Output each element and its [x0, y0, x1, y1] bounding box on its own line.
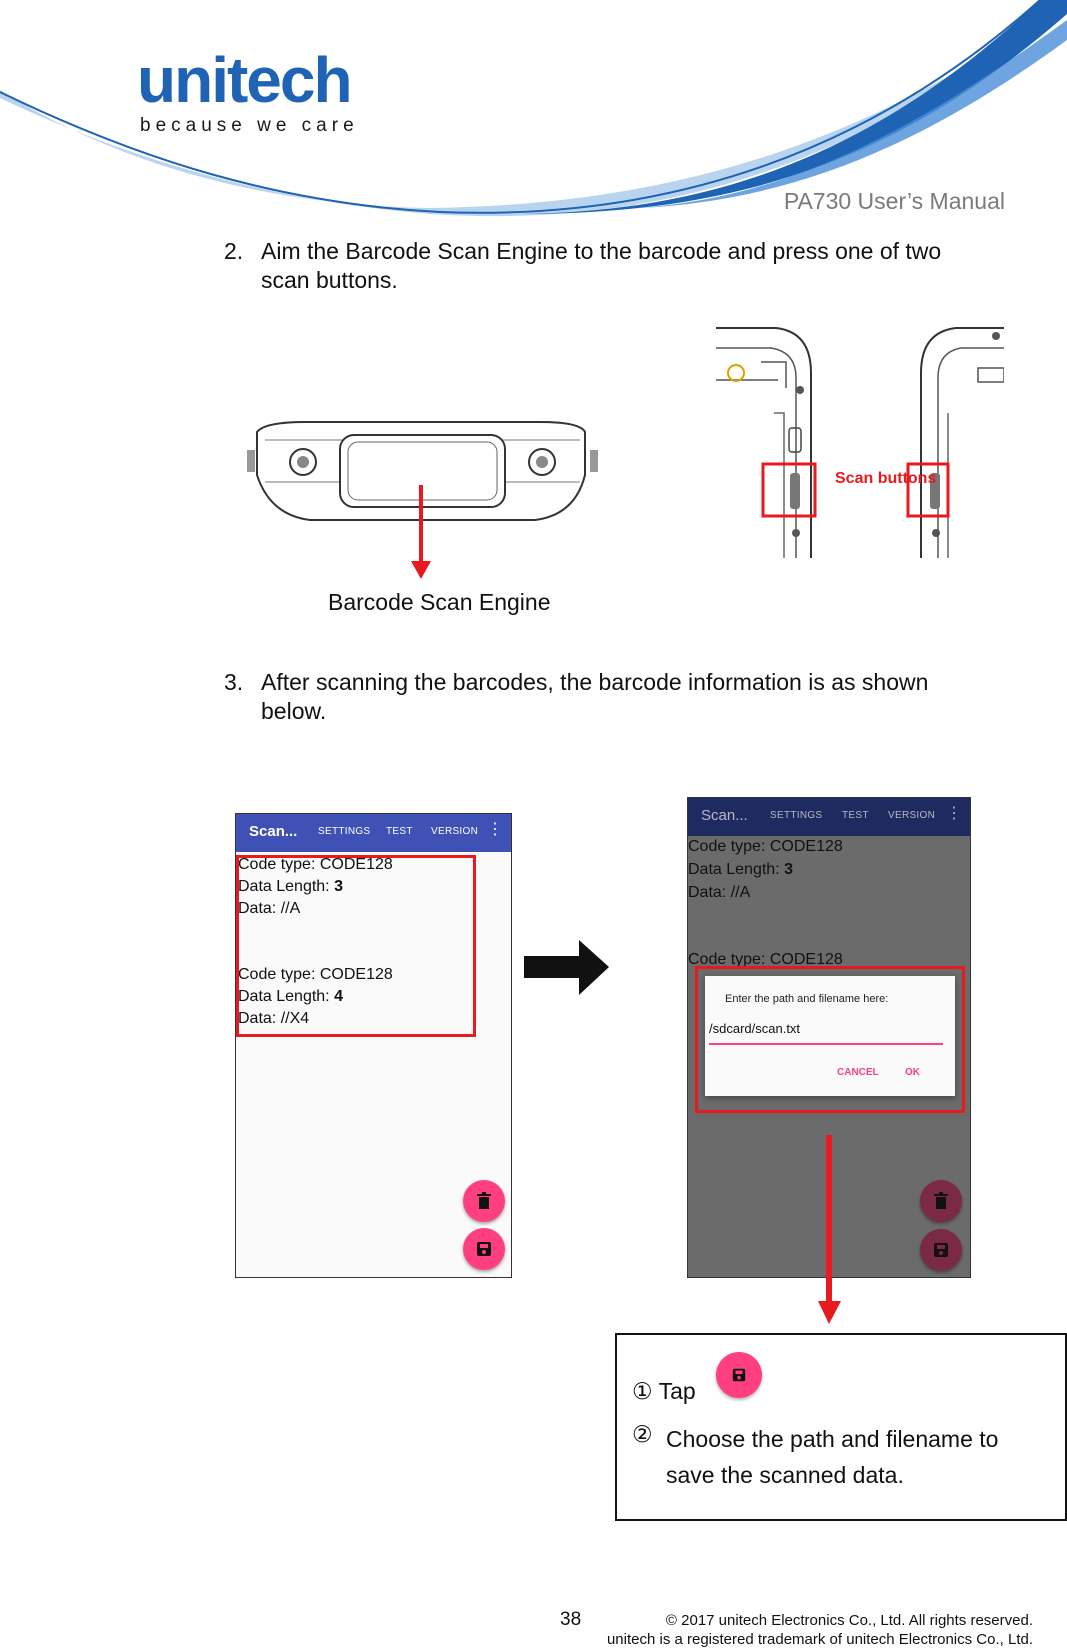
save-icon: [732, 1368, 746, 1382]
cancel-button[interactable]: CANCEL: [837, 1067, 879, 1078]
delete-button[interactable]: [920, 1180, 962, 1222]
engine-caption: Barcode Scan Engine: [328, 589, 551, 615]
result-1-code-type: Code type: CODE128: [688, 838, 843, 855]
instruction-note-box: ① Tap ② Choose the path and filename to …: [615, 1333, 1067, 1521]
menu-version[interactable]: VERSION: [888, 810, 936, 821]
save-button[interactable]: [920, 1229, 962, 1271]
dialog-highlight-box: [695, 966, 965, 1113]
device-side-view-illustration: [716, 327, 1004, 558]
manual-title: PA730 User’s Manual: [783, 188, 1005, 214]
logo-tagline: because we care: [140, 115, 359, 136]
result-2-length: Data Length: 4: [238, 988, 343, 1005]
note-text: Tap: [658, 1378, 696, 1404]
device-top-view-illustration: [247, 421, 598, 521]
note-item-1: ① Tap: [632, 1378, 696, 1405]
path-input[interactable]: /sdcard/scan.txt: [709, 1021, 943, 1045]
result-2-code-type: Code type: CODE128: [238, 966, 393, 983]
result-2-code-type: Code type: CODE128: [688, 951, 843, 968]
note-item-2: Choose the path and filename to save the…: [666, 1426, 999, 1488]
ok-button[interactable]: OK: [905, 1067, 920, 1078]
step-2: 2. Aim the Barcode Scan Engine to the ba…: [224, 237, 1024, 297]
menu-test[interactable]: TEST: [842, 810, 869, 821]
header-swoosh: [0, 0, 1067, 217]
result-1-data: Data: //A: [688, 884, 751, 901]
menu-test[interactable]: TEST: [386, 826, 413, 837]
step-text: After scanning the barcodes, the barcode…: [261, 669, 929, 724]
app-bar: Scan... SETTINGS TEST VERSION ⋮: [236, 814, 511, 852]
step-number: 2.: [224, 238, 244, 264]
scan-app-screen-results: Scan... SETTINGS TEST VERSION ⋮ Code typ…: [235, 813, 512, 1278]
page-number: 38: [560, 1609, 582, 1630]
logo-wordmark: unitech: [137, 44, 353, 116]
result-1-data: Data: //A: [238, 900, 301, 917]
step-text: Aim the Barcode Scan Engine to the barco…: [261, 238, 942, 293]
app-bar: Scan... SETTINGS TEST VERSION ⋮: [688, 798, 970, 836]
menu-settings[interactable]: SETTINGS: [318, 826, 371, 837]
trash-icon: [477, 1192, 491, 1209]
trash-icon: [934, 1192, 948, 1209]
trademark-text: unitech is a registered trademark of uni…: [606, 1631, 1033, 1648]
save-button-icon: [716, 1352, 762, 1398]
result-2-data: Data: //X4: [238, 1010, 310, 1027]
note-marker: ①: [632, 1378, 653, 1404]
save-icon: [934, 1243, 948, 1257]
dialog-prompt: Enter the path and filename here:: [725, 993, 889, 1005]
app-title: Scan...: [701, 807, 748, 824]
result-1-code-type: Code type: CODE128: [238, 856, 393, 873]
arrow-right-icon: [524, 940, 609, 995]
copyright-text: © 2017 unitech Electronics Co., Ltd. All…: [665, 1612, 1033, 1629]
step-3: 3. After scanning the barcodes, the barc…: [224, 668, 1024, 728]
menu-settings[interactable]: SETTINGS: [770, 810, 823, 821]
save-dialog: Enter the path and filename here: /sdcar…: [705, 976, 955, 1096]
delete-button[interactable]: [463, 1180, 505, 1222]
overflow-menu-icon[interactable]: ⋮: [487, 821, 503, 838]
menu-version[interactable]: VERSION: [431, 826, 479, 837]
scan-app-screen-save-dialog: Scan... SETTINGS TEST VERSION ⋮ Code typ…: [687, 797, 971, 1278]
save-icon: [477, 1242, 491, 1256]
result-1-length: Data Length: 3: [688, 861, 793, 878]
overflow-menu-icon[interactable]: ⋮: [946, 805, 962, 822]
app-title: Scan...: [249, 823, 298, 840]
step-number: 3.: [224, 669, 244, 695]
scan-buttons-label: Scan buttons: [835, 470, 937, 487]
red-arrow-down-icon: [818, 1135, 841, 1324]
result-1-length: Data Length: 3: [238, 878, 343, 895]
red-arrow-down-icon: [411, 485, 431, 579]
note-marker: ②: [632, 1421, 653, 1447]
results-highlight-box: [236, 855, 476, 1037]
save-button[interactable]: [463, 1228, 505, 1270]
